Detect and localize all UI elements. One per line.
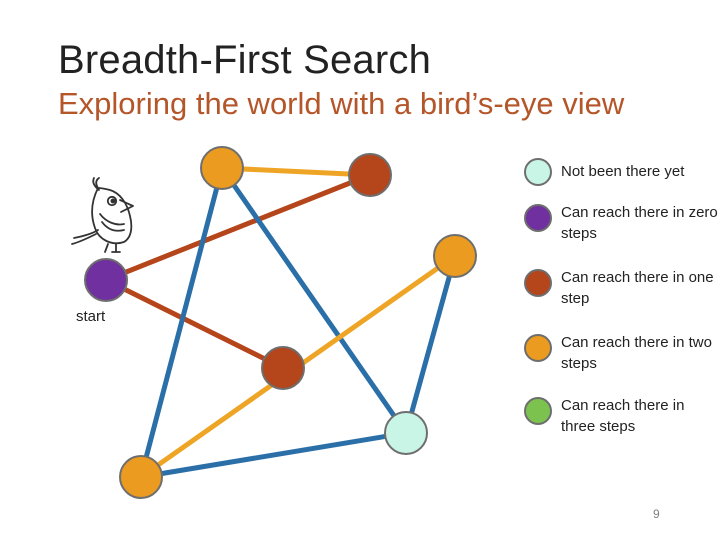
slide-title: Breadth-First Search: [58, 38, 432, 82]
edge-bottom-left-bottom-right: [138, 430, 409, 480]
edge-start-center: [103, 277, 286, 371]
node-top-left: [200, 146, 244, 190]
legend-swatch: [524, 269, 552, 297]
page-number: 9: [653, 507, 660, 521]
legend-label: Not been there yet: [561, 163, 685, 180]
start-label: start: [76, 308, 106, 325]
edge-start-top-middle: [103, 172, 373, 283]
legend-item-one-step: Can reach there in one step: [524, 267, 714, 317]
node-bottom-left: [119, 455, 163, 499]
legend-item-zero-steps: Can reach there in zero steps: [524, 202, 718, 252]
node-top-middle: [348, 153, 392, 197]
bird-icon: [71, 177, 134, 253]
legend-swatch: [524, 204, 552, 232]
node-start: [84, 258, 128, 302]
node-bottom-right: [384, 411, 428, 455]
node-right: [433, 234, 477, 278]
edge-right-bottom-right: [403, 253, 458, 436]
legend-item-two-steps: Can reach there in two steps: [524, 332, 714, 382]
legend-swatch: [524, 397, 552, 425]
legend-item-three-steps: Can reach there in three steps: [524, 395, 714, 445]
edge-top-left-bottom-right: [219, 165, 409, 436]
legend-swatch: [524, 334, 552, 362]
legend-item-not-visited: Not been there yet: [524, 156, 714, 206]
slide-subtitle: Exploring the world with a bird’s-eye vi…: [58, 86, 625, 121]
legend-label: Can reach there in zero steps: [561, 204, 718, 242]
legend-label: Can reach there in two steps: [561, 334, 712, 372]
node-center: [261, 346, 305, 390]
legend-swatch: [524, 158, 552, 186]
legend-label: Can reach there in one step: [561, 269, 714, 307]
graph-nodes: [84, 146, 477, 499]
edge-top-left-bottom-left: [138, 165, 225, 480]
edge-top-left-top-middle: [219, 165, 373, 178]
legend-label: Can reach there in three steps: [561, 397, 685, 435]
